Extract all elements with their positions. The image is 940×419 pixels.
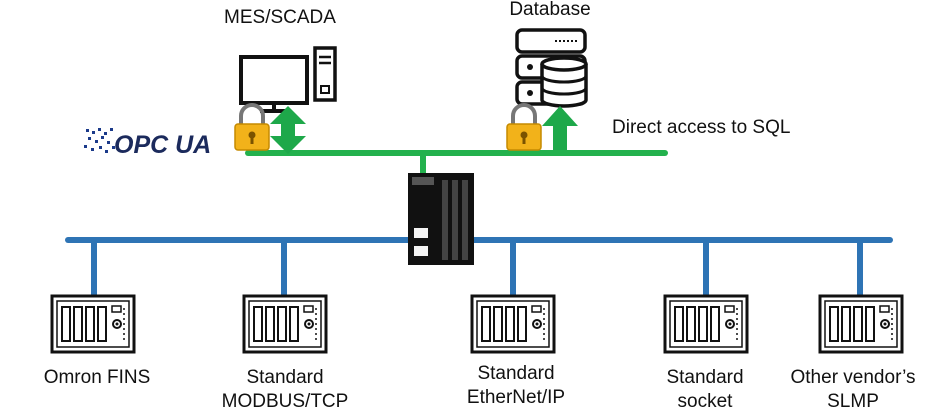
up-arrow-icon (542, 106, 578, 150)
device-icon (50, 294, 136, 354)
device-icon (818, 294, 904, 354)
monitor-icon (239, 55, 309, 113)
lock-icon (506, 103, 542, 151)
database-server-icon (515, 28, 588, 108)
opcua-logo: OPC UA (84, 128, 211, 159)
bidirectional-arrow-icon (270, 106, 306, 154)
svg-text:OPC UA: OPC UA (114, 131, 211, 159)
direct-sql-label: Direct access to SQL (612, 117, 791, 138)
mes-scada-label: MES/SCADA (224, 7, 336, 28)
device-icon (242, 294, 328, 354)
pc-tower-icon (313, 46, 337, 102)
device-icon (470, 294, 556, 354)
lock-icon (234, 103, 270, 151)
controller-icon (408, 173, 474, 265)
device-icon (663, 294, 749, 354)
device-drops (91, 240, 863, 298)
database-label: Database (509, 0, 591, 20)
device-label-omron-fins: Omron FINS (43, 367, 151, 388)
